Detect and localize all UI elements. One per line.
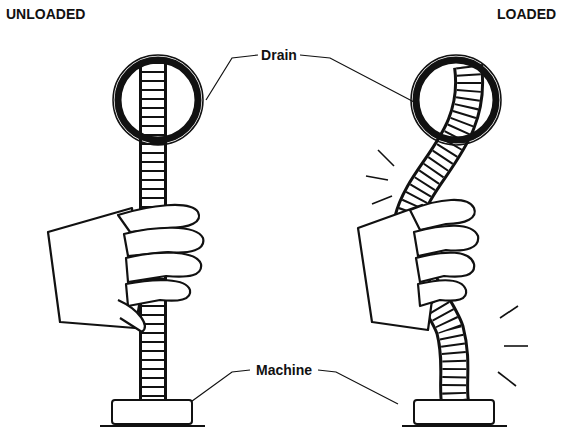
motion-lines [366,150,528,386]
state-label: UNLOADED [4,6,87,22]
state-label: LOADED [495,6,558,22]
part-label: Machine [254,362,314,378]
loaded-hose [402,55,507,426]
left-hand [48,205,203,332]
part-label: Drain [259,47,299,63]
right-hand [358,200,478,330]
